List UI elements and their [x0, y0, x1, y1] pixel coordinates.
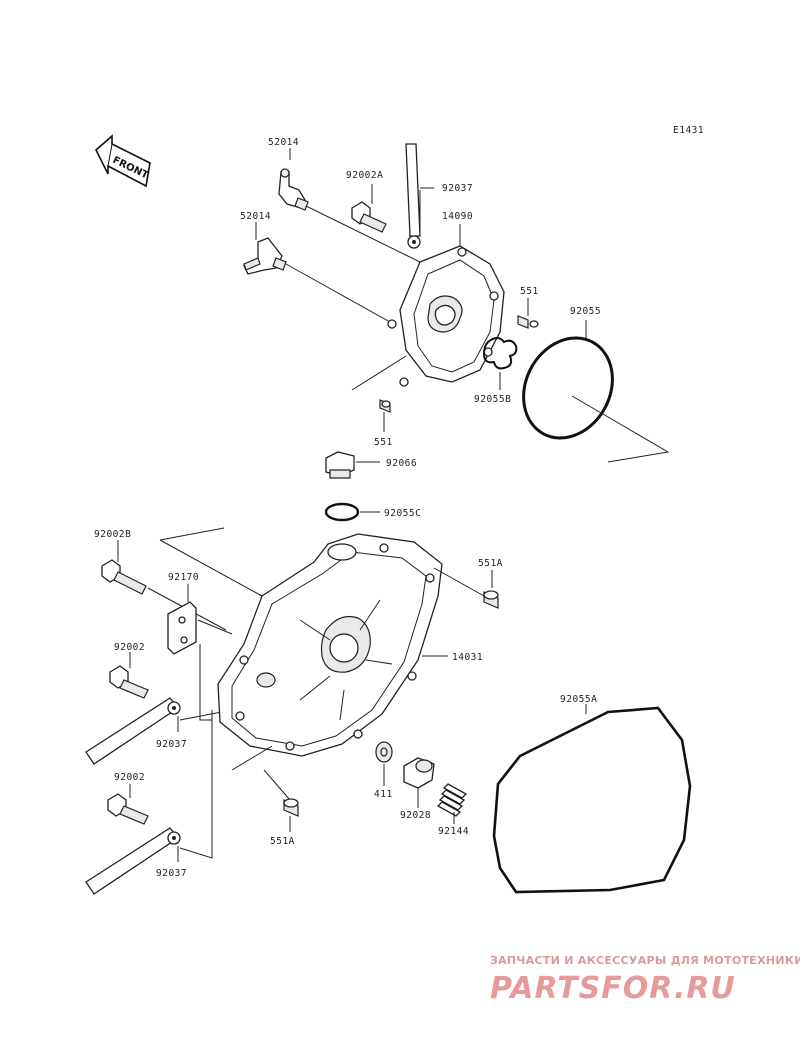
- band-92037-mid: [85, 697, 181, 765]
- dowel-551-top: [517, 315, 539, 329]
- label-92037-mid: 92037: [156, 739, 187, 750]
- label-92055C: 92055C: [384, 508, 421, 519]
- label-92055A: 92055A: [560, 694, 597, 705]
- fitting-52014-top: [278, 168, 309, 211]
- front-arrow-icon: FRONT: [95, 134, 151, 188]
- diagram-code: E1431: [673, 125, 704, 136]
- oring-92055B: [482, 337, 518, 370]
- label-92055B: 92055B: [474, 394, 511, 405]
- oring-92055C: [324, 502, 360, 522]
- label-92002A: 92002A: [346, 170, 383, 181]
- label-92170: 92170: [168, 572, 199, 583]
- dowel-551A-bot: [283, 798, 299, 817]
- fitting-52014-mid: [243, 237, 287, 275]
- label-92002-a: 92002: [114, 642, 145, 653]
- bolt-92002-a: [109, 665, 149, 699]
- label-551-mid: 551: [374, 437, 393, 448]
- watermark-tagline: ЗАПЧАСТИ И АКСЕССУАРЫ ДЛЯ МОТОТЕХНИКИ: [490, 954, 800, 967]
- bolt-92002-b: [107, 793, 149, 825]
- label-14031: 14031: [452, 652, 483, 663]
- dowel-551-mid: [379, 399, 391, 413]
- oring-92055: [522, 336, 614, 440]
- plate-92170: [167, 601, 197, 655]
- label-52014-mid: 52014: [240, 211, 271, 222]
- label-92002B: 92002B: [94, 529, 131, 540]
- dowel-551A-top: [483, 590, 499, 609]
- bolt-92002B: [101, 559, 147, 595]
- label-551A-bot: 551A: [270, 836, 295, 847]
- label-92002-b: 92002: [114, 772, 145, 783]
- band-92037-bot: [85, 827, 181, 895]
- spring-92144: [436, 783, 468, 817]
- label-92055: 92055: [570, 306, 601, 317]
- cover-14031: [217, 533, 443, 757]
- bolt-92002A: [351, 201, 387, 233]
- label-92028: 92028: [400, 810, 431, 821]
- gasket-92055A: [492, 706, 692, 894]
- plug-92066: [325, 451, 355, 479]
- pump-cover-14090: [387, 245, 505, 387]
- label-52014-top: 52014: [268, 137, 299, 148]
- band-92037-top: [405, 143, 421, 249]
- label-551-top: 551: [520, 286, 539, 297]
- label-92037-top: 92037: [442, 183, 473, 194]
- label-14090: 14090: [442, 211, 473, 222]
- watermark-logo: PARTSFOR.RU: [490, 971, 736, 1006]
- label-92144: 92144: [438, 826, 469, 837]
- label-411: 411: [374, 789, 393, 800]
- label-92037-bot: 92037: [156, 868, 187, 879]
- label-551A-top: 551A: [478, 558, 503, 569]
- label-92066: 92066: [386, 458, 417, 469]
- collar-92028: [403, 757, 435, 789]
